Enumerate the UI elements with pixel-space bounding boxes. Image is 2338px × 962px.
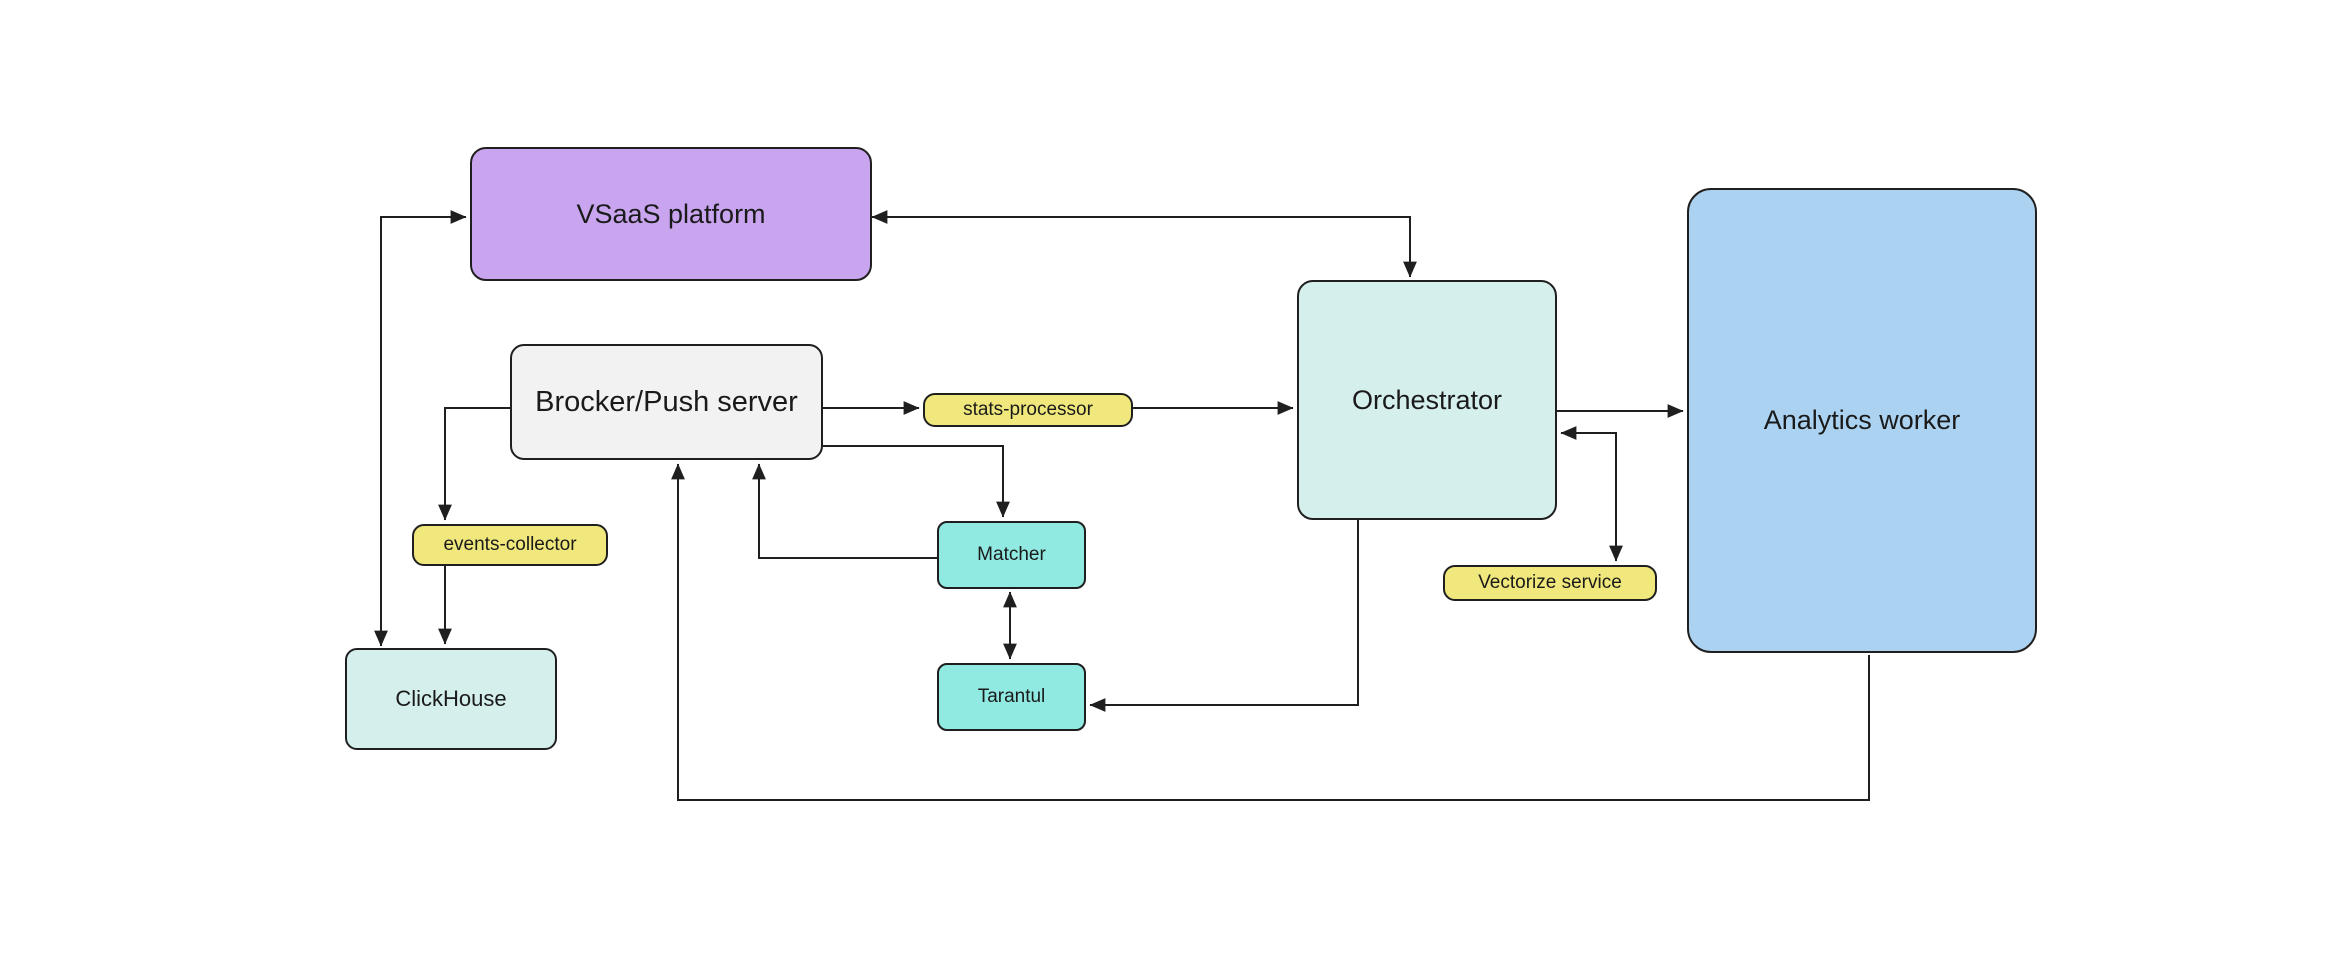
node-events-collector-label: events-collector [443,534,577,555]
node-analytics-worker-label: Analytics worker [1763,405,1961,435]
node-clickhouse-label: ClickHouse [395,686,507,711]
node-vsaas-platform[interactable]: VSaaS platform [470,147,872,281]
node-vectorize-service-label: Vectorize service [1478,572,1622,593]
node-vectorize-service[interactable]: Vectorize service [1443,565,1657,601]
edge-brocker-events-collector [438,407,510,521]
node-matcher-label: Matcher [977,544,1046,565]
node-tarantul[interactable]: Tarantul [937,663,1086,731]
node-analytics-worker[interactable]: Analytics worker [1687,188,2037,653]
node-vsaas-platform-label: VSaaS platform [576,198,766,229]
node-orchestrator-label: Orchestrator [1351,384,1503,415]
edge-brocker-matcher [823,445,1010,518]
edge-orchestrator-tarantul [1089,520,1359,712]
node-brocker-push-server-label: Brocker/Push server [535,385,798,418]
node-orchestrator[interactable]: Orchestrator [1297,280,1557,520]
node-clickhouse[interactable]: ClickHouse [345,648,557,750]
node-tarantul-label: Tarantul [977,686,1046,707]
edge-clickhouse-vsaas [374,210,467,647]
node-brocker-push-server[interactable]: Brocker/Push server [510,344,823,460]
node-matcher[interactable]: Matcher [937,521,1086,589]
node-stats-processor-label: stats-processor [963,399,1093,420]
node-stats-processor[interactable]: stats-processor [923,393,1133,427]
node-events-collector[interactable]: events-collector [412,524,608,566]
edge-vsaas-orchestrator [871,210,1417,278]
edge-orchestrator-vectorize-service [1560,426,1623,562]
edge-matcher-brocker [752,463,937,559]
